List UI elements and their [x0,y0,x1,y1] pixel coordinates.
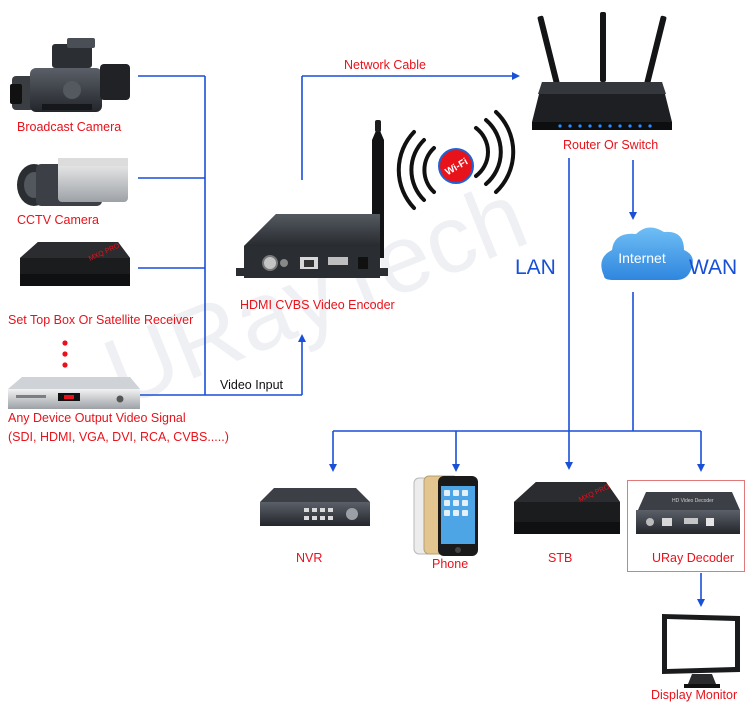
internet-cloud-icon: Internet [601,227,693,280]
signal-types-label: (SDI, HDMI, VGA, DVI, RCA, CVBS.....) [8,430,229,444]
wifi-signal-icon [396,110,516,210]
stb-icon: MXQ PRO [514,482,620,534]
set-top-box-icon: MXQ PRO [20,242,130,286]
any-device-label: Any Device Output Video Signal [8,411,186,425]
cctv-camera-icon [17,158,128,206]
internet-label: Internet [618,250,666,266]
dvd-receiver-icon [8,377,140,409]
phone-label: Phone [432,557,469,571]
nvr-label: NVR [296,551,323,565]
stb-label: STB [548,551,573,565]
decoder-highlight-frame [627,480,745,572]
nvr-icon [260,488,370,526]
source-bus [138,72,705,607]
watermark-text: URayTech [90,162,541,427]
set-top-box-label: Set Top Box Or Satellite Receiver [8,313,194,327]
wan-label: WAN [689,256,738,279]
decoder-icon: HD Video Decoder [636,492,740,534]
decoder-label: URay Decoder [652,551,734,565]
cctv-camera-label: CCTV Camera [17,213,99,227]
phone-icon [413,475,478,556]
video-input-label: Video Input [220,378,284,392]
wifi-badge-icon: Wi-Fi [438,148,474,184]
router-label: Router Or Switch [563,138,659,152]
broadcast-camera-icon [10,38,130,112]
more-devices-dots-icon [62,340,68,368]
router-icon [532,12,672,130]
decoder-panel-text: HD Video Decoder [672,498,714,504]
monitor-label: Display Monitor [651,688,738,702]
video-encoder-icon [236,120,388,278]
network-cable-label: Network Cable [344,58,426,72]
lan-label: LAN [515,256,556,279]
broadcast-camera-label: Broadcast Camera [17,120,122,134]
monitor-icon [662,614,740,688]
encoder-label: HDMI CVBS Video Encoder [240,298,395,312]
